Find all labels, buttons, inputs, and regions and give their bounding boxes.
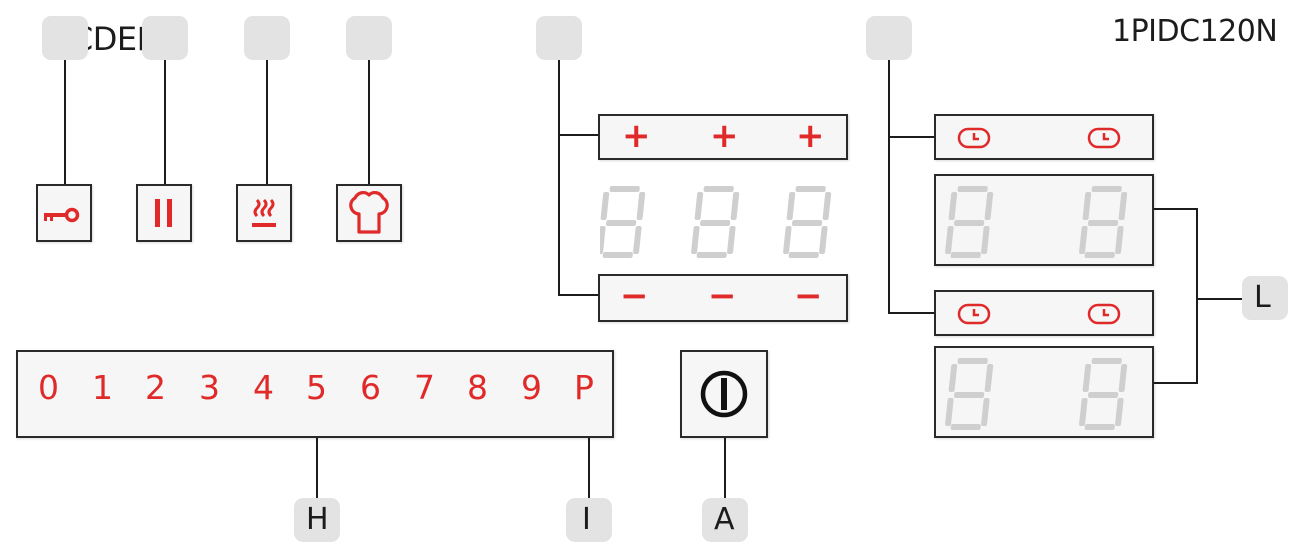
callout-label-l: L bbox=[1254, 280, 1271, 315]
zone2-minus-button[interactable]: − bbox=[708, 276, 737, 316]
callout-bubble-l bbox=[1242, 276, 1288, 320]
callout-bubble-g bbox=[866, 16, 912, 60]
zone3-plus-button[interactable]: + bbox=[796, 116, 825, 156]
leader-line-a bbox=[724, 438, 726, 498]
minus-key-strip: − − − bbox=[598, 274, 848, 322]
slider-level-4[interactable]: 4 bbox=[253, 368, 274, 407]
timer-clock-icon[interactable] bbox=[956, 301, 992, 327]
chef-hat-icon bbox=[349, 191, 389, 234]
slider-level-8[interactable]: 8 bbox=[467, 368, 488, 407]
keep-warm-button[interactable] bbox=[236, 184, 292, 242]
timer-display-bottom bbox=[934, 346, 1154, 438]
timer-clock-icon[interactable] bbox=[1086, 125, 1122, 151]
timer-display-top bbox=[934, 174, 1154, 266]
zone3-minus-button[interactable]: − bbox=[794, 276, 823, 316]
slider-level-3[interactable]: 3 bbox=[199, 368, 220, 407]
zone-power-display bbox=[600, 180, 850, 260]
slider-level-7[interactable]: 7 bbox=[414, 368, 435, 407]
leader-line-c bbox=[164, 60, 166, 184]
slider-level-2[interactable]: 2 bbox=[145, 368, 166, 407]
seven-segment-timer-top bbox=[945, 186, 1128, 258]
leader-line-d bbox=[266, 60, 268, 184]
callout-bubble-e bbox=[346, 16, 392, 60]
callout-label-a: A bbox=[714, 502, 735, 537]
timer-clock-icon[interactable] bbox=[956, 125, 992, 151]
slider-level-p[interactable]: P bbox=[574, 368, 594, 407]
leader-line-h bbox=[316, 438, 318, 498]
seven-segment-timer-bottom bbox=[945, 358, 1128, 430]
seven-segment-display-zones bbox=[600, 186, 832, 258]
slider-level-1[interactable]: 1 bbox=[92, 368, 113, 407]
callout-label-i: I bbox=[582, 502, 591, 537]
zone1-minus-button[interactable]: − bbox=[620, 276, 649, 316]
plus-key-strip: + + + bbox=[598, 114, 848, 160]
callout-bubble-c bbox=[142, 16, 188, 60]
slider-level-0[interactable]: 0 bbox=[38, 368, 59, 407]
zone2-plus-button[interactable]: + bbox=[710, 116, 739, 156]
power-level-slider[interactable] bbox=[16, 350, 614, 438]
pause-icon bbox=[155, 199, 172, 227]
slider-level-5[interactable]: 5 bbox=[306, 368, 327, 407]
callout-bubble-b bbox=[42, 16, 88, 60]
key-lock-button[interactable] bbox=[36, 184, 92, 242]
leader-line-e bbox=[368, 60, 370, 184]
power-button[interactable] bbox=[680, 350, 768, 438]
callout-bubble-f bbox=[536, 16, 582, 60]
keep-warm-icon bbox=[252, 198, 276, 227]
chef-mode-button[interactable] bbox=[336, 184, 402, 242]
callout-bubble-a bbox=[702, 498, 748, 542]
callout-bubble-h bbox=[294, 498, 340, 542]
pause-button[interactable] bbox=[136, 184, 192, 242]
leader-line-i bbox=[588, 438, 590, 498]
timer-clock-icon[interactable] bbox=[1086, 301, 1122, 327]
key-lock-icon bbox=[44, 207, 80, 223]
leader-line-f bbox=[558, 60, 560, 296]
power-icon bbox=[700, 370, 748, 418]
leader-line-g bbox=[888, 60, 890, 314]
callout-bubble-d bbox=[244, 16, 290, 60]
callout-bubble-i bbox=[566, 498, 612, 542]
timer-keys-top bbox=[934, 114, 1154, 160]
callout-label-h: H bbox=[306, 502, 329, 537]
zone1-plus-button[interactable]: + bbox=[622, 116, 651, 156]
slider-level-6[interactable]: 6 bbox=[360, 368, 381, 407]
leader-line-b bbox=[64, 60, 66, 184]
model-number: 1PIDC120N bbox=[1112, 14, 1278, 49]
timer-keys-bottom bbox=[934, 290, 1154, 336]
slider-level-9[interactable]: 9 bbox=[521, 368, 542, 407]
